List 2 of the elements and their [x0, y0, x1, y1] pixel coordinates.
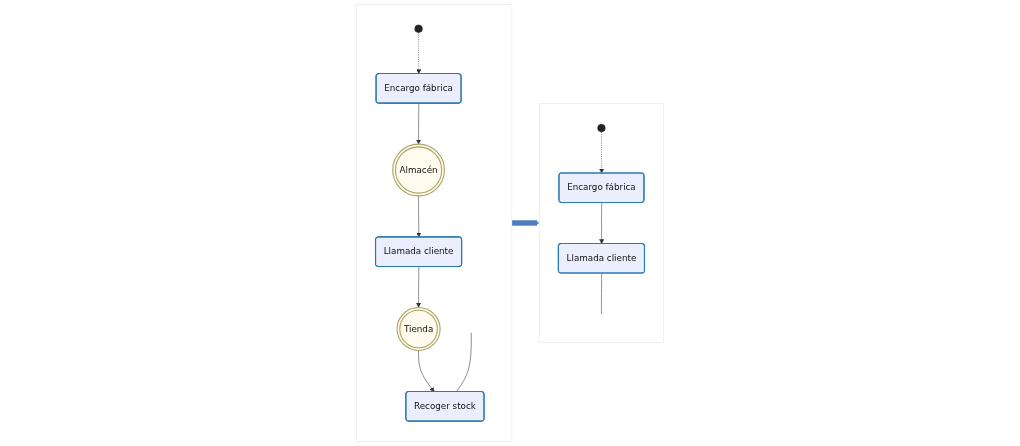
cluster [538, 103, 664, 343]
cluster [356, 4, 513, 442]
